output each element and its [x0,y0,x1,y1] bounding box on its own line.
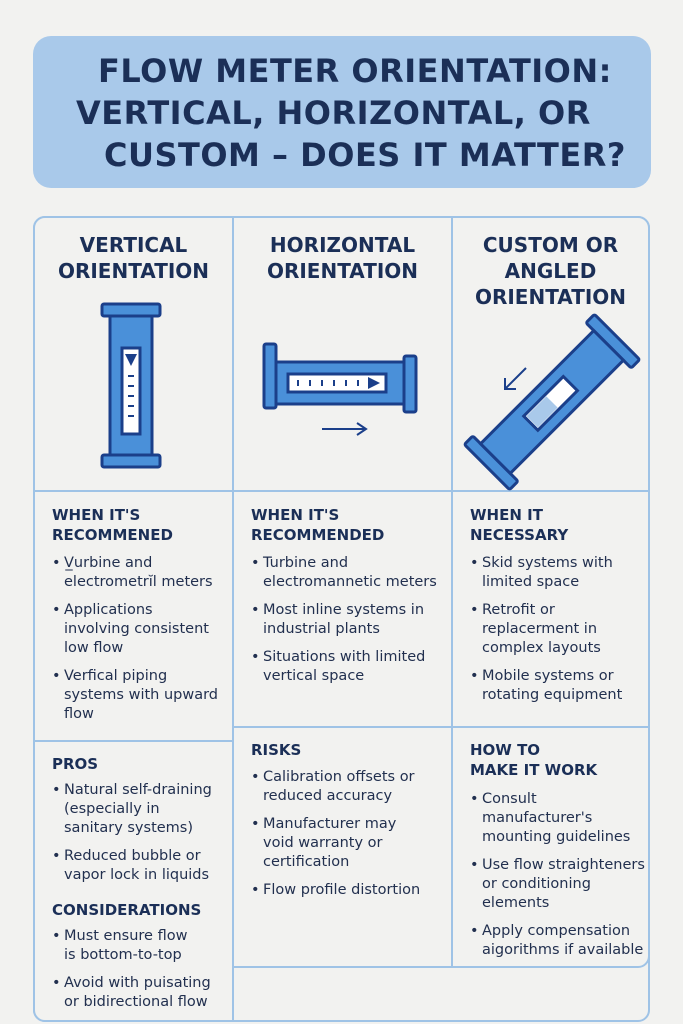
list-item: Use flow straighteners or conditioning e… [470,856,646,913]
horizontal-recommended-list: Turbine and electromannetic meters Most … [251,554,449,695]
vertical-pros-title: PROS [52,755,99,773]
list-item: V̲urbine and electrometrĭl meters [52,554,230,592]
vertical-pros-list: Natural self-draining (especially in san… [52,781,230,894]
custom-heading: CUSTOM OR ANGLED ORIENTATION [474,233,627,309]
list-item: Calibration offsets or reduced accuracy [251,768,449,806]
list-item: Consult manufacturer's mounting guidelin… [470,790,646,847]
custom-recommended-list: Skid systems with limited space Retrofit… [470,554,646,714]
horizontal-heading: HORIZONTAL ORIENTATION [266,233,419,283]
custom-howto-list: Consult manufacturer's mounting guidelin… [470,790,646,969]
vertical-considerations-title: CONSIDERATIONS [52,901,202,919]
list-item: Natural self-draining (especially in san… [52,781,230,838]
horizontal-recommended-title: WHEN IT'S RECOMMENDED [251,506,385,544]
list-item: Avoid with puisating or bidirectional fl… [52,974,230,1012]
custom-recommended-title: WHEN IT NECESSARY [470,506,569,544]
title-banner [33,36,651,188]
list-item: Verfical piping systems with upward flow [52,667,230,724]
vertical-considerations-list: Must ensure flow is bottom-to-top Avoid … [52,927,230,1021]
list-item: Must ensure flow is bottom-to-top [52,927,230,965]
list-item: Skid systems with limited space [470,554,646,592]
list-item: Flow profile distortion [251,881,449,900]
vertical-recommended-list: V̲urbine and electrometrĭl meters Appli… [52,554,230,733]
vertical-heading: VERTICAL ORIENTATION [57,233,210,283]
list-item: Reduced bubble or vapor lock in liquids [52,847,230,885]
horizontal-risks-title: RISKS [251,741,302,759]
list-item: Applications involving consistent low fl… [52,601,230,658]
page-title-line-3: CUSTOM – DOES IT MATTER? [104,136,626,174]
list-item: Mobile systems or rotating equipment [470,667,646,705]
list-item: Situations with limited vertical space [251,648,449,686]
horizontal-risks-list: Calibration offsets or reduced accuracy … [251,768,449,909]
list-item: Manufacturer may void warranty or certif… [251,815,449,872]
list-item: Retrofit or replacerment in complex layo… [470,601,646,658]
list-item: Most inline systems in industrial plants [251,601,449,639]
page-title-line-2: VERTICAL, HORIZONTAL, OR [76,94,591,132]
list-item: Turbine and electromannetic meters [251,554,449,592]
page-title-line-1: FLOW METER ORIENTATION: [98,52,612,90]
vertical-recommended-title: WHEN IT'S RECOMMENED [52,506,173,544]
custom-howto-title: HOW TO MAKE IT WORK [470,741,598,779]
list-item: Apply compensation aigorithms if availab… [470,922,646,960]
